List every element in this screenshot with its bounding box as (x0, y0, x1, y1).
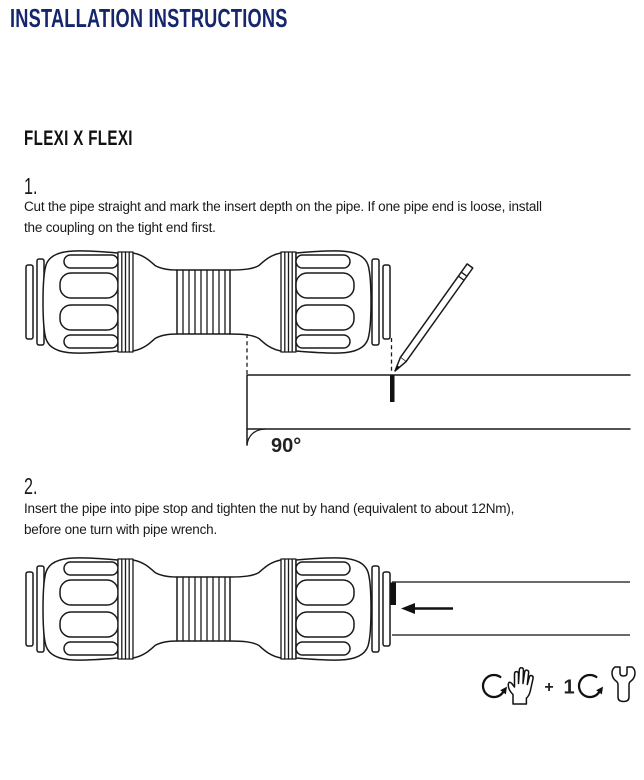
coupling-diagram (25, 557, 391, 661)
rotate-icon (481, 673, 509, 699)
figure-cut-and-mark: 90° (25, 250, 631, 457)
step-2-number: 2. (24, 473, 38, 499)
step-1-number: 1. (24, 173, 38, 199)
insert-arrow-icon (401, 603, 453, 614)
rotate-icon (577, 673, 605, 699)
right-angle-arc (246, 428, 266, 446)
pipe-outline (392, 581, 630, 636)
figure-insert-and-tighten (25, 557, 630, 661)
pencil-icon (394, 263, 474, 372)
step-2-text: Insert the pipe into pipe stop and tight… (24, 501, 515, 537)
step-1-text: Cut the pipe straight and mark the inser… (24, 199, 542, 235)
hand-icon (507, 667, 534, 705)
insert-depth-mark (390, 375, 395, 402)
plus-label: + (544, 679, 553, 696)
tighten-instruction-icons: + 1 (481, 666, 636, 705)
turn-count-label: 1 (563, 677, 574, 699)
pipe-outline (246, 374, 631, 446)
section-heading: FLEXI X FLEXI (24, 127, 133, 150)
coupling-diagram (25, 250, 391, 354)
angle-label: 90° (271, 435, 301, 457)
pipe-stop-mark (390, 582, 396, 605)
wrench-icon (611, 666, 636, 703)
page-title: INSTALLATION INSTRUCTIONS (10, 3, 288, 33)
